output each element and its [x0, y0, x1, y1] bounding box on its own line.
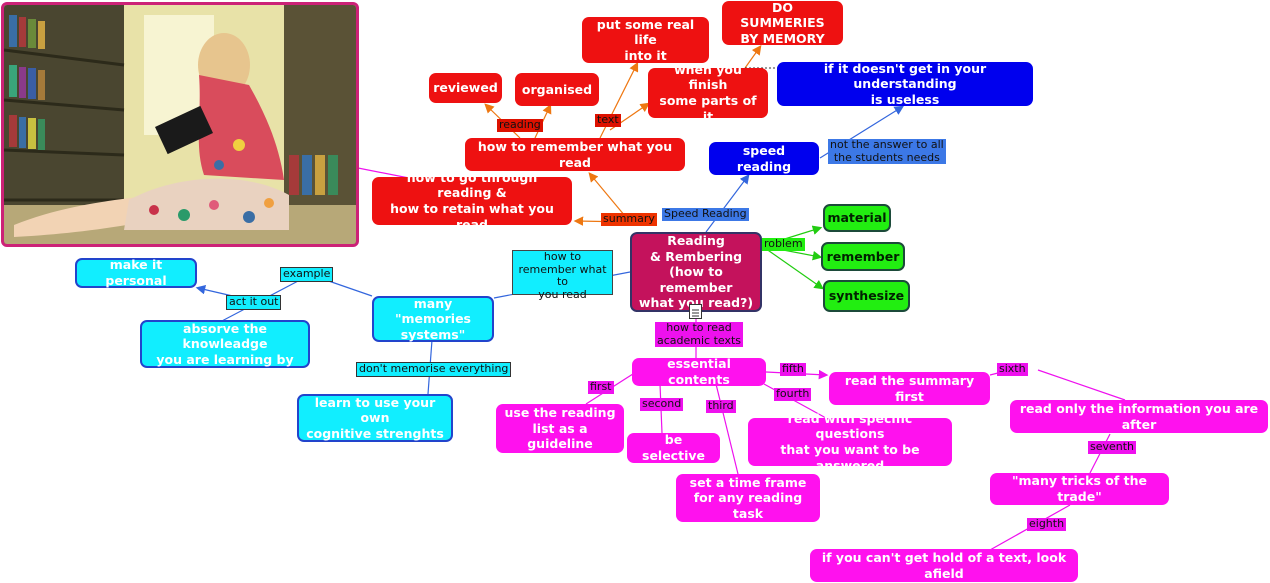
- reading-woman-photo: [1, 2, 359, 247]
- link-label-eighth: eighth: [1027, 517, 1067, 531]
- link-label-fifth: fifth: [780, 362, 806, 376]
- node-do-summeries[interactable]: DO SUMMERIES BY MEMORY: [722, 0, 843, 46]
- link-label-not-answer: not the answer to all the students needs: [828, 138, 946, 165]
- link-label-second: second: [640, 397, 684, 411]
- node-how-to-remember[interactable]: how to remember what you read: [465, 138, 685, 171]
- node-set-time-frame[interactable]: set a time frame for any reading task: [676, 474, 820, 522]
- link-label-third: third: [706, 399, 736, 413]
- link-label-summary: summary: [601, 212, 657, 226]
- node-use-reading-list[interactable]: use the reading list as a guideline: [496, 404, 624, 453]
- link-label-how-to-read-academic: how to read academic texts: [655, 321, 744, 348]
- node-synthesize[interactable]: synthesize: [823, 280, 910, 312]
- link-label-problem: roblem: [762, 237, 805, 251]
- link-label-act-it-out: act it out: [226, 295, 282, 310]
- node-speed-reading[interactable]: speed reading: [709, 142, 819, 175]
- link-label-first: first: [588, 380, 614, 394]
- node-many-memories[interactable]: many "memories systems": [372, 296, 494, 342]
- note-icon[interactable]: [689, 304, 702, 319]
- node-if-not-understanding[interactable]: if it doesn't get in your understanding …: [777, 61, 1033, 107]
- link-label-how-to-remember: how to remember what to you read: [512, 250, 613, 301]
- link-label-sixth: sixth: [997, 362, 1028, 376]
- link-label-fourth: fourth: [774, 387, 812, 401]
- node-essential-contents[interactable]: essential contents: [632, 356, 766, 387]
- node-read-only-info[interactable]: read only the information you are after: [1010, 400, 1268, 433]
- node-put-real-life[interactable]: put some real life into it: [582, 17, 709, 63]
- central-topic[interactable]: Reading & Rembering (how to remember wha…: [630, 232, 762, 312]
- link-label-seventh: seventh: [1088, 440, 1137, 454]
- node-reviewed[interactable]: reviewed: [429, 73, 502, 103]
- node-many-tricks[interactable]: "many tricks of the trade": [990, 473, 1169, 505]
- link-label-reading: reading: [497, 118, 543, 132]
- link-label-speed-reading: Speed Reading: [662, 207, 749, 221]
- node-absorve[interactable]: absorve the knowleadge you are learning …: [140, 320, 310, 368]
- node-remember[interactable]: remember: [821, 242, 905, 271]
- node-organised[interactable]: organised: [515, 73, 599, 106]
- link-label-example: example: [280, 267, 334, 282]
- node-cant-get-hold[interactable]: if you can't get hold of a text, look af…: [810, 549, 1078, 582]
- node-learn-cognitive[interactable]: learn to use your own cognitive strenght…: [297, 394, 453, 442]
- node-when-you-finish[interactable]: when you finish some parts of it: [648, 62, 768, 124]
- node-read-summary-first[interactable]: read the summary first: [829, 372, 990, 405]
- node-read-specific[interactable]: read with specific questions that you wa…: [748, 411, 952, 473]
- node-material[interactable]: material: [823, 204, 891, 232]
- node-be-selective[interactable]: be selective: [627, 432, 720, 463]
- link-label-text: text: [595, 113, 621, 127]
- node-make-it-personal[interactable]: make it personal: [75, 257, 197, 288]
- link-label-dont-memorise: don't memorise everything: [356, 362, 512, 377]
- node-how-to-go-through[interactable]: how to go through reading & how to retai…: [372, 170, 572, 232]
